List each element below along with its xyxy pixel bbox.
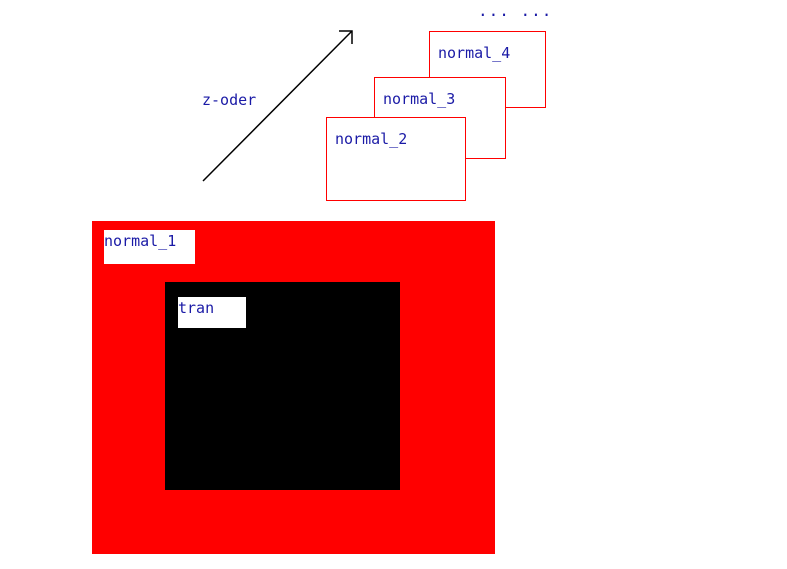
window-tag-normal-1: normal_1	[104, 230, 195, 264]
window-tag-tran: tran	[178, 297, 246, 328]
window-label-normal-4: normal_4	[438, 44, 511, 62]
window-label-tran: tran	[178, 299, 215, 317]
z-order-arrow-icon	[202, 30, 353, 182]
window-label-normal-1: normal_1	[104, 232, 177, 250]
z-order-label: z-oder	[202, 91, 257, 109]
ellipsis-text: ... ...	[478, 1, 553, 20]
window-normal-2: normal_2	[326, 117, 466, 201]
window-label-normal-2: normal_2	[335, 130, 408, 148]
window-label-normal-3: normal_3	[383, 90, 456, 108]
